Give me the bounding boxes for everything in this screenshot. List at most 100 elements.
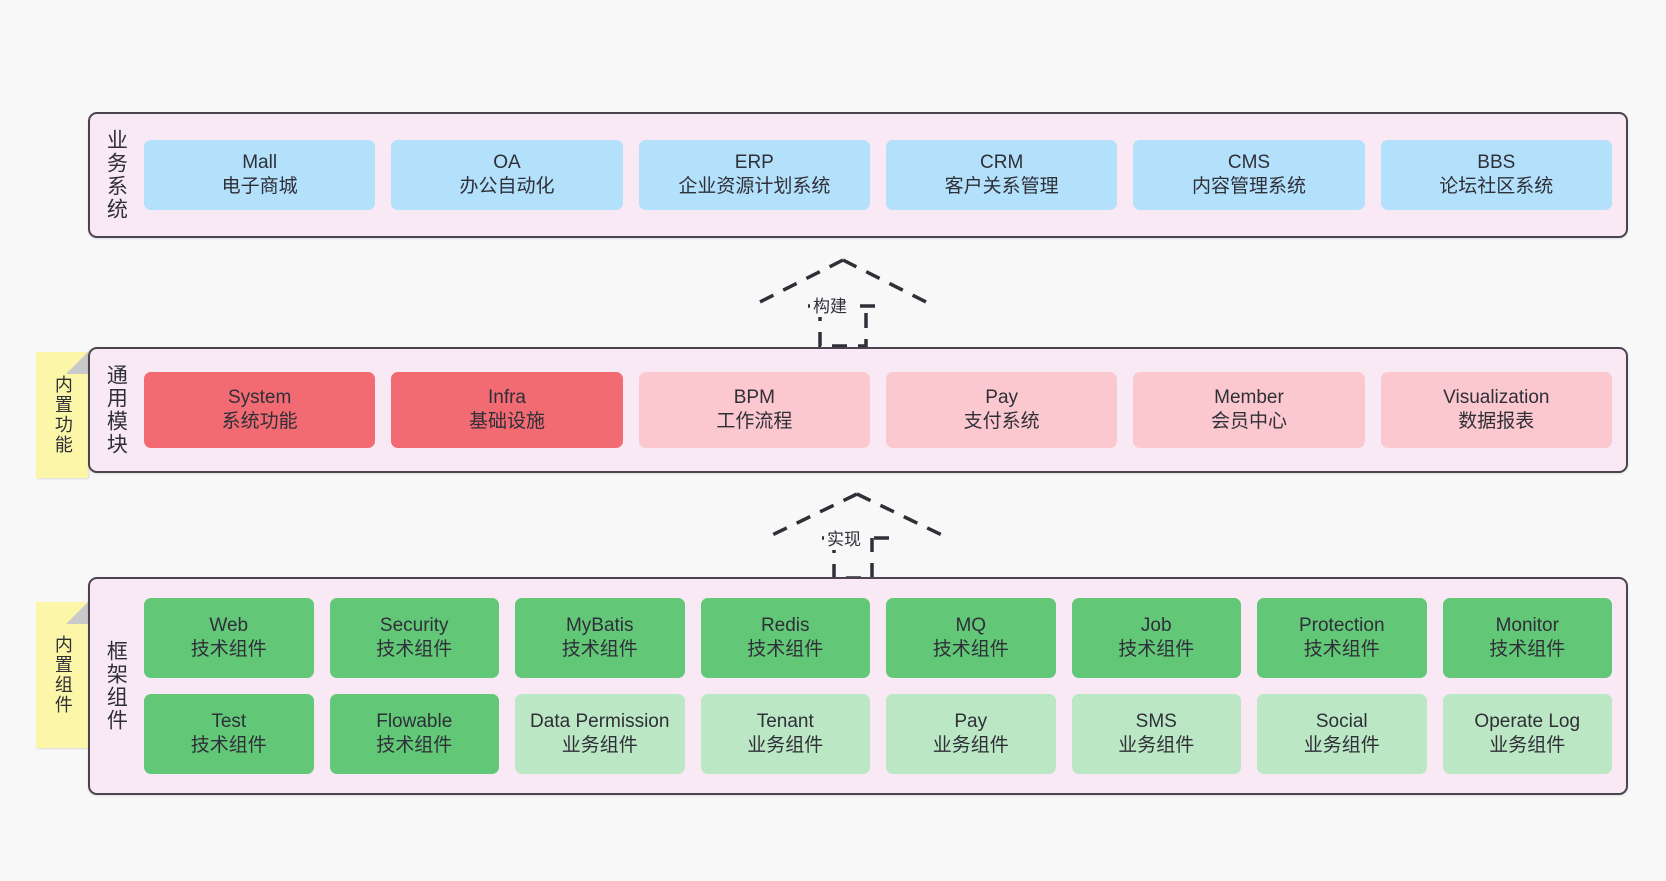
box-mall[interactable]: Mall 电子商城 — [144, 140, 376, 210]
box-job-desc: 技术组件 — [1118, 639, 1195, 660]
box-bpm[interactable]: BPM 工作流程 — [638, 372, 870, 448]
box-visualization[interactable]: Visualization 数据报表 — [1380, 372, 1612, 448]
box-system-name: System — [227, 387, 292, 409]
box-pay-module[interactable]: Pay 支付系统 — [885, 372, 1118, 448]
box-sms-desc: 业务组件 — [1118, 735, 1195, 756]
box-web-name: Web — [209, 615, 249, 637]
box-monitor-name: Monitor — [1495, 615, 1559, 637]
box-sms[interactable]: SMS 业务组件 — [1071, 694, 1241, 774]
box-member-name: Member — [1214, 387, 1284, 409]
business-systems-row: Mall 电子商城 OA 办公自动化 ERP 企业资源计划系统 CRM 客户关系… — [144, 140, 1612, 210]
layer-common-modules-title: 通用模块 — [104, 364, 128, 456]
box-mybatis-name: MyBatis — [565, 615, 634, 637]
box-redis-desc: 技术组件 — [747, 639, 824, 660]
box-oa-desc: 办公自动化 — [459, 176, 555, 197]
box-crm-name: CRM — [980, 152, 1024, 174]
box-tenant[interactable]: Tenant 业务组件 — [700, 694, 870, 774]
box-security-name: Security — [379, 615, 449, 637]
box-flowable-desc: 技术组件 — [376, 735, 453, 756]
box-security[interactable]: Security 技术组件 — [329, 598, 499, 678]
box-flowable[interactable]: Flowable 技术组件 — [329, 694, 499, 774]
box-mybatis[interactable]: MyBatis 技术组件 — [515, 598, 685, 678]
layer-framework-components-title: 框架组件 — [104, 640, 128, 732]
box-data-permission-desc: 业务组件 — [561, 735, 638, 756]
arrow-build: 构建 — [748, 256, 938, 348]
box-job-name: Job — [1140, 615, 1172, 637]
box-protection-name: Protection — [1298, 615, 1385, 637]
box-bpm-name: BPM — [733, 387, 775, 409]
arrow-implement: 实现 — [762, 490, 952, 580]
box-web[interactable]: Web 技术组件 — [144, 598, 314, 678]
layer-framework-components: 框架组件 Web 技术组件 Security 技术组件 MyBatis 技术组件… — [88, 577, 1628, 795]
box-tenant-name: Tenant — [756, 711, 814, 733]
box-social-desc: 业务组件 — [1303, 735, 1380, 756]
box-job[interactable]: Job 技术组件 — [1071, 598, 1241, 678]
framework-biz-components-row: Test 技术组件 Flowable 技术组件 Data Permission … — [144, 694, 1612, 774]
box-data-permission-name: Data Permission — [530, 711, 670, 733]
box-cms[interactable]: CMS 内容管理系统 — [1133, 140, 1365, 210]
box-pay-component-desc: 业务组件 — [932, 735, 1009, 756]
layer-business-systems-title: 业务系统 — [104, 129, 128, 221]
box-pay-module-desc: 支付系统 — [963, 411, 1040, 432]
box-erp-desc: 企业资源计划系统 — [678, 176, 831, 197]
box-crm[interactable]: CRM 客户关系管理 — [885, 140, 1118, 210]
box-cms-desc: 内容管理系统 — [1191, 176, 1306, 197]
box-bbs-desc: 论坛社区系统 — [1439, 176, 1554, 197]
sticky-note-builtin-components: 内置组件 — [36, 602, 88, 748]
box-pay-module-name: Pay — [985, 387, 1019, 409]
layer-framework-components-body: Web 技术组件 Security 技术组件 MyBatis 技术组件 Redi… — [140, 579, 1626, 793]
box-protection[interactable]: Protection 技术组件 — [1257, 598, 1427, 678]
sticky-note-builtin-functions: 内置功能 — [36, 352, 88, 478]
box-operate-log-name: Operate Log — [1474, 711, 1581, 733]
common-modules-row: System 系统功能 Infra 基础设施 BPM 工作流程 Pay 支付系统… — [144, 372, 1612, 448]
box-visualization-name: Visualization — [1443, 387, 1550, 409]
box-test[interactable]: Test 技术组件 — [144, 694, 314, 774]
box-social[interactable]: Social 业务组件 — [1257, 694, 1427, 774]
box-mall-desc: 电子商城 — [221, 176, 298, 197]
box-mall-name: Mall — [242, 152, 278, 174]
box-infra-name: Infra — [487, 387, 526, 409]
box-social-name: Social — [1315, 711, 1368, 733]
box-monitor[interactable]: Monitor 技术组件 — [1442, 598, 1612, 678]
layer-common-modules: 通用模块 System 系统功能 Infra 基础设施 BPM 工作流程 Pay… — [88, 347, 1628, 473]
box-test-desc: 技术组件 — [190, 735, 267, 756]
box-cms-name: CMS — [1227, 152, 1271, 174]
box-redis[interactable]: Redis 技术组件 — [700, 598, 870, 678]
box-operate-log[interactable]: Operate Log 业务组件 — [1442, 694, 1612, 774]
box-web-desc: 技术组件 — [190, 639, 267, 660]
box-erp-name: ERP — [734, 152, 774, 174]
box-bpm-desc: 工作流程 — [716, 411, 793, 432]
box-bbs-name: BBS — [1477, 152, 1516, 174]
box-security-desc: 技术组件 — [376, 639, 453, 660]
box-member[interactable]: Member 会员中心 — [1133, 372, 1365, 448]
box-oa-name: OA — [493, 152, 521, 174]
arrow-implement-label: 实现 — [824, 525, 864, 550]
box-infra-desc: 基础设施 — [468, 411, 545, 432]
box-mq-name: MQ — [955, 615, 987, 637]
box-redis-name: Redis — [760, 615, 810, 637]
box-mybatis-desc: 技术组件 — [561, 639, 638, 660]
box-operate-log-desc: 业务组件 — [1489, 735, 1566, 756]
box-pay-component[interactable]: Pay 业务组件 — [886, 694, 1056, 774]
box-infra[interactable]: Infra 基础设施 — [391, 372, 623, 448]
box-flowable-name: Flowable — [376, 711, 453, 733]
box-oa[interactable]: OA 办公自动化 — [391, 140, 623, 210]
box-visualization-desc: 数据报表 — [1458, 411, 1535, 432]
box-protection-desc: 技术组件 — [1303, 639, 1380, 660]
layer-common-modules-body: System 系统功能 Infra 基础设施 BPM 工作流程 Pay 支付系统… — [140, 349, 1626, 471]
box-system[interactable]: System 系统功能 — [144, 372, 376, 448]
box-system-desc: 系统功能 — [221, 411, 298, 432]
box-bbs[interactable]: BBS 论坛社区系统 — [1380, 140, 1612, 210]
framework-tech-components-row: Web 技术组件 Security 技术组件 MyBatis 技术组件 Redi… — [144, 598, 1612, 678]
box-mq-desc: 技术组件 — [932, 639, 1009, 660]
layer-business-systems: 业务系统 Mall 电子商城 OA 办公自动化 ERP 企业资源计划系统 CRM… — [88, 112, 1628, 238]
box-member-desc: 会员中心 — [1210, 411, 1287, 432]
box-tenant-desc: 业务组件 — [747, 735, 824, 756]
box-mq[interactable]: MQ 技术组件 — [886, 598, 1056, 678]
box-data-permission[interactable]: Data Permission 业务组件 — [515, 694, 685, 774]
layer-business-systems-body: Mall 电子商城 OA 办公自动化 ERP 企业资源计划系统 CRM 客户关系… — [140, 114, 1626, 236]
box-erp[interactable]: ERP 企业资源计划系统 — [638, 140, 870, 210]
box-crm-desc: 客户关系管理 — [944, 176, 1059, 197]
arrow-build-label: 构建 — [810, 292, 850, 317]
